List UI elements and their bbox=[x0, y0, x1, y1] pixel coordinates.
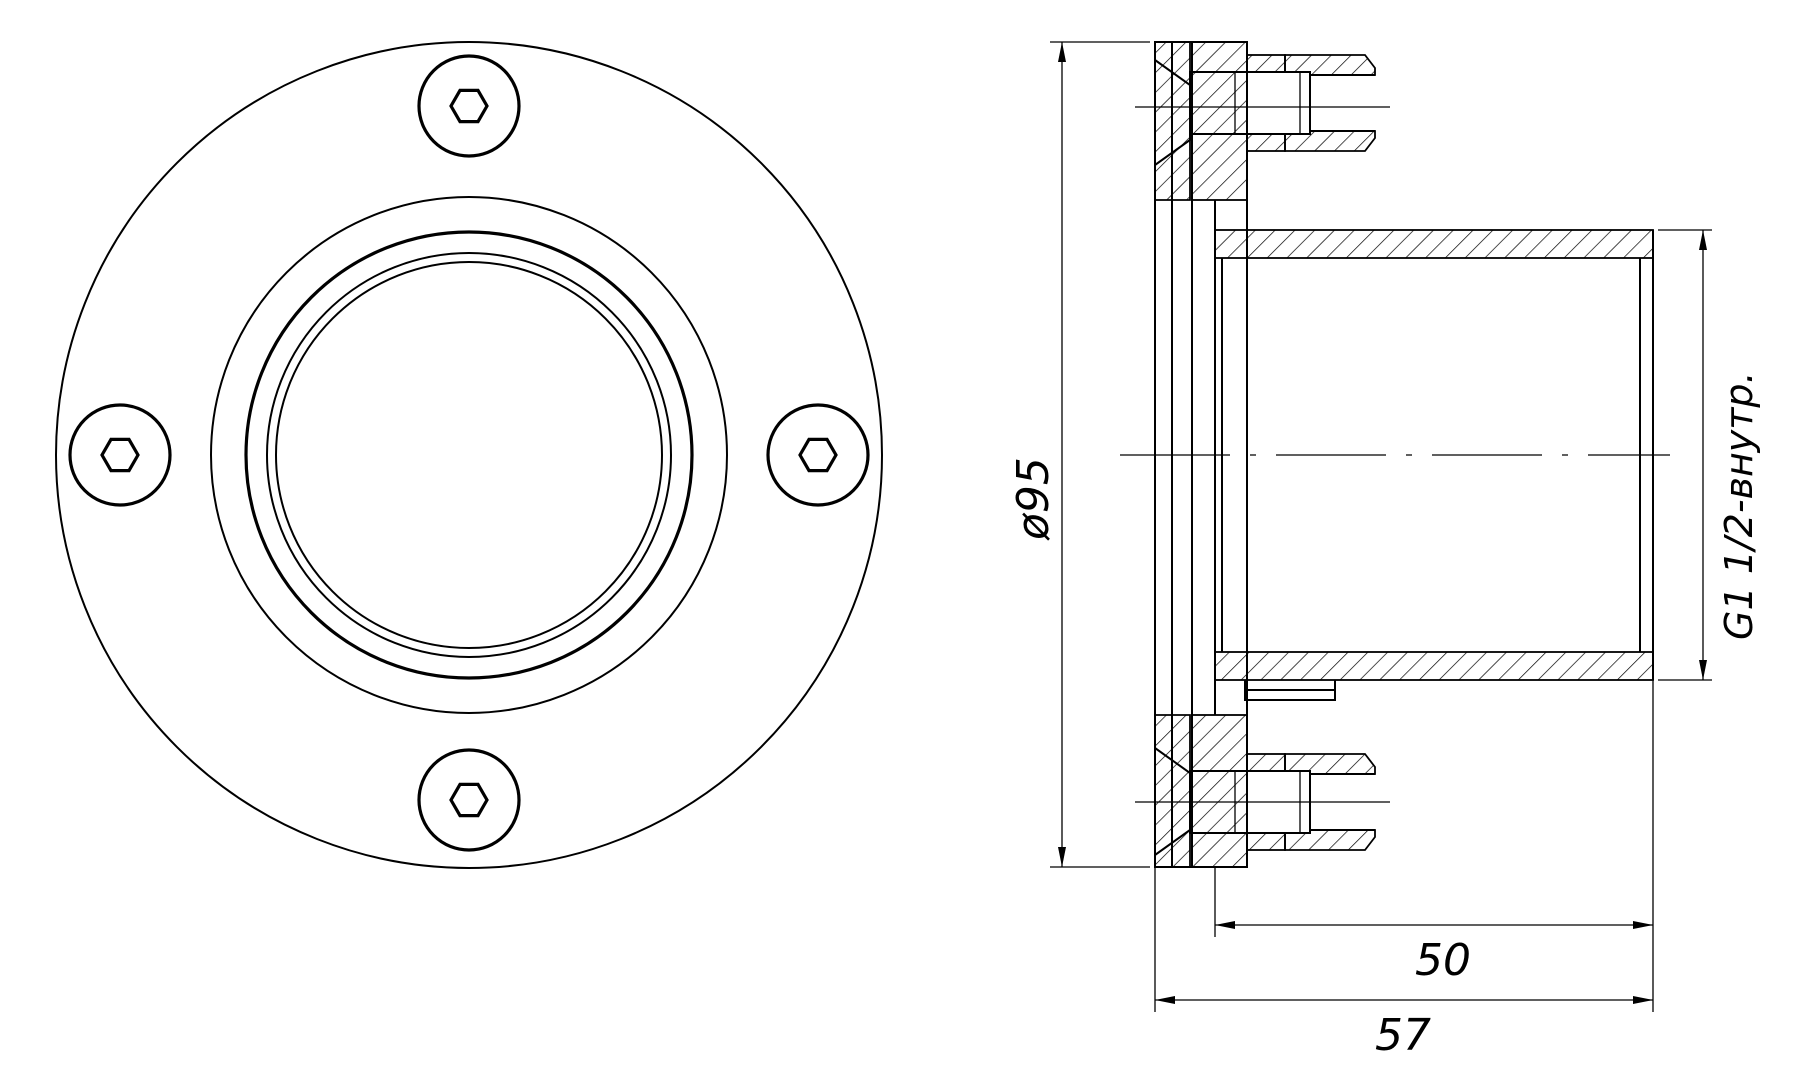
bore-inner-circle bbox=[275, 261, 663, 649]
bolt-left bbox=[68, 403, 172, 507]
dim-label-diameter: ø95 bbox=[1008, 457, 1059, 541]
dim-label-overall-length: 57 bbox=[1375, 1010, 1431, 1061]
washer-top-b bbox=[1246, 133, 1286, 152]
hex-socket-icon bbox=[798, 437, 838, 473]
bolt-right bbox=[766, 403, 870, 507]
hex-socket-icon bbox=[449, 782, 489, 818]
washer-top-a bbox=[1246, 54, 1286, 73]
hex-socket-icon bbox=[449, 88, 489, 124]
tube-wall-bottom bbox=[1214, 651, 1654, 681]
dimensions: ø95 G1 1/2-внутр. 50 57 bbox=[1008, 41, 1761, 1061]
flange-section-bottom bbox=[1191, 714, 1248, 868]
nut-top bbox=[1284, 54, 1376, 152]
washer-bottom-a bbox=[1246, 753, 1286, 772]
front-view bbox=[55, 41, 883, 869]
hex-socket-icon bbox=[100, 437, 140, 473]
countersink-top bbox=[1154, 41, 1191, 201]
tube-wall-top bbox=[1214, 229, 1654, 259]
flange-outer-circle bbox=[55, 41, 883, 869]
dim-label-thread: G1 1/2-внутр. bbox=[1717, 371, 1761, 640]
flange-raised-ring-circle bbox=[210, 196, 728, 714]
section-view bbox=[1120, 41, 1670, 868]
bolt-bottom bbox=[417, 748, 521, 852]
dim-label-inner-length: 50 bbox=[1415, 935, 1471, 986]
bolt-top bbox=[417, 54, 521, 158]
washer-bottom-b bbox=[1246, 832, 1286, 851]
thread-circle bbox=[266, 252, 672, 658]
flange-section-top bbox=[1191, 41, 1248, 201]
bore-outer-circle bbox=[244, 230, 694, 680]
countersink-bottom bbox=[1154, 714, 1191, 868]
